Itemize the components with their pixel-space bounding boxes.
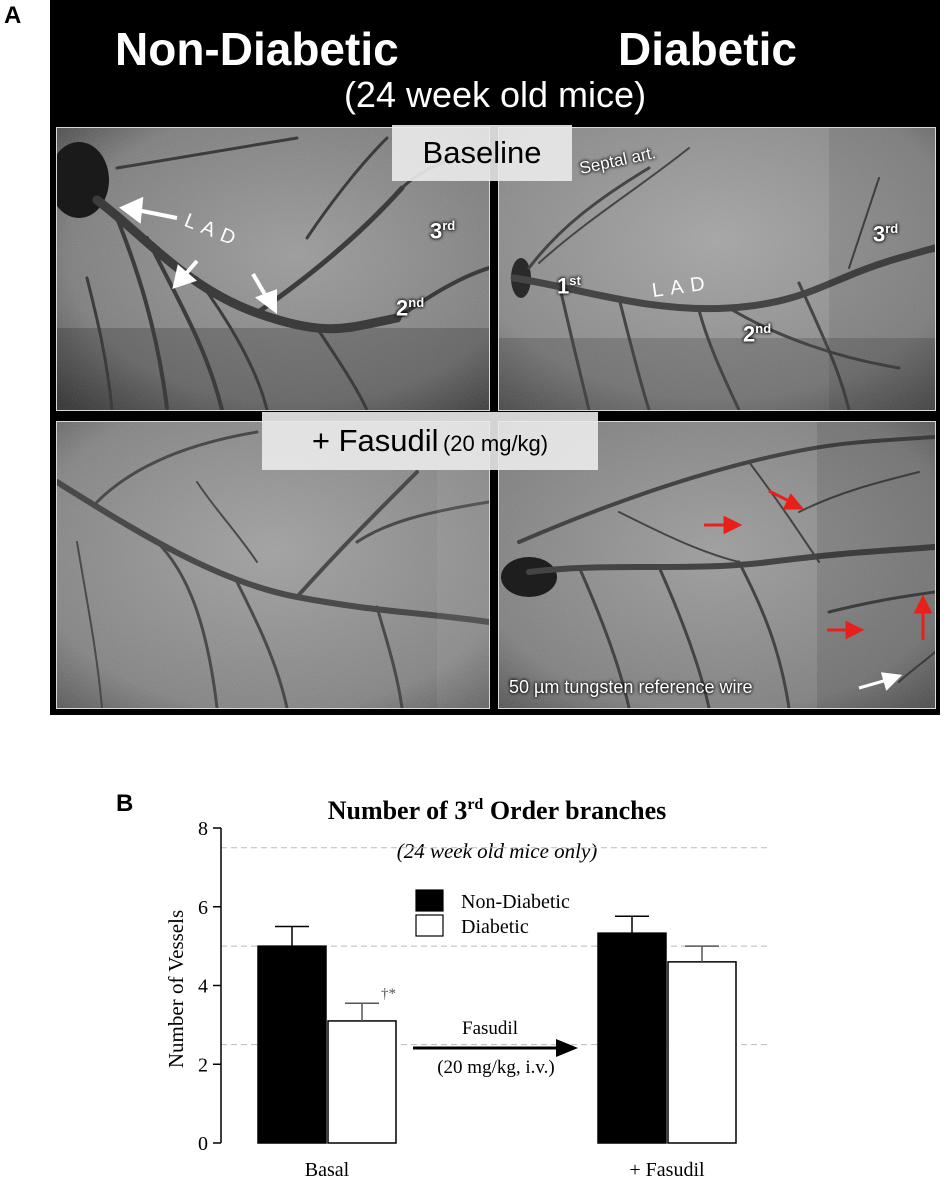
panel-a-letter: A (4, 2, 22, 29)
chart-subtitle: (24 week old mice only) (397, 839, 598, 863)
y-tick-label-8: 8 (198, 818, 208, 840)
fasudil-arrow-subtext: (20 mg/kg, i.v.) (437, 1057, 555, 1078)
label-2nd-right: 2nd (743, 321, 772, 347)
plot-area: 0 2 4 6 8 †* Basal + Fasudil (198, 818, 770, 1181)
label-2nd-left: 2nd (396, 295, 425, 321)
legend-swatch-1 (415, 914, 444, 937)
header-diabetic: Diabetic (618, 23, 797, 75)
fasudil-arrow-text: Fasudil (462, 1018, 518, 1039)
micrograph-nondiabetic-baseline: LAD 2nd 3rd (56, 127, 490, 411)
header-band: Non-Diabetic Diabetic (24 week old mice) (50, 0, 940, 125)
y-axis-label: Number of Vessels (164, 910, 188, 1068)
chart-title: Number of 3rd Order branches (328, 796, 667, 825)
white-arrows-left (119, 196, 277, 314)
label-3rd-left: 3rd (430, 218, 456, 244)
significance-marker: †* (381, 986, 396, 1002)
baseline-label: Baseline (392, 125, 572, 181)
panel-b: B Number of 3rd Order branches (24 week … (0, 780, 950, 1183)
y-tick-label-6: 6 (198, 897, 208, 919)
y-tick-label-2: 2 (198, 1054, 208, 1076)
legend-label-0: Non-Diabetic (461, 891, 570, 913)
fasudil-label: + Fasudil (20 mg/kg) (262, 412, 598, 470)
label-3rd-right: 3rd (873, 221, 899, 247)
bar-diabetic-0 (327, 1020, 397, 1144)
y-tick-label-4: 4 (198, 976, 208, 998)
red-arrows (704, 489, 933, 691)
fasudil-label-main: + Fasudil (311, 423, 439, 458)
micrograph-grid: LAD 2nd 3rd (50, 125, 940, 715)
legend-swatch-0 (415, 889, 444, 912)
fasudil-arrow-annotation: Fasudil (20 mg/kg, i.v.) (413, 1018, 578, 1078)
bar-non-diabetic-1 (597, 932, 667, 1144)
legend-label-1: Diabetic (461, 916, 529, 938)
bar-diabetic-1 (667, 961, 737, 1144)
panel-b-letter: B (116, 790, 134, 817)
panel-a: A Non-Diabetic Diabetic (24 week old mic… (4, 0, 940, 715)
fasudil-arrow-head (556, 1039, 578, 1057)
reference-wire-label: 50 µm tungsten reference wire (509, 677, 753, 697)
header-non-diabetic: Non-Diabetic (115, 23, 399, 75)
y-tick-label-0: 0 (198, 1133, 208, 1155)
bar-non-diabetic-0 (257, 945, 327, 1144)
x-tick-label-0: Basal (305, 1159, 350, 1181)
fasudil-label-dose: (20 mg/kg) (442, 431, 549, 456)
header-subtitle: (24 week old mice) (343, 74, 647, 115)
vessel-count-bar-chart: Number of 3rd Order branches (24 week ol… (164, 796, 770, 1181)
label-1st-right: 1st (557, 273, 581, 299)
x-tick-label-1: + Fasudil (629, 1159, 705, 1181)
